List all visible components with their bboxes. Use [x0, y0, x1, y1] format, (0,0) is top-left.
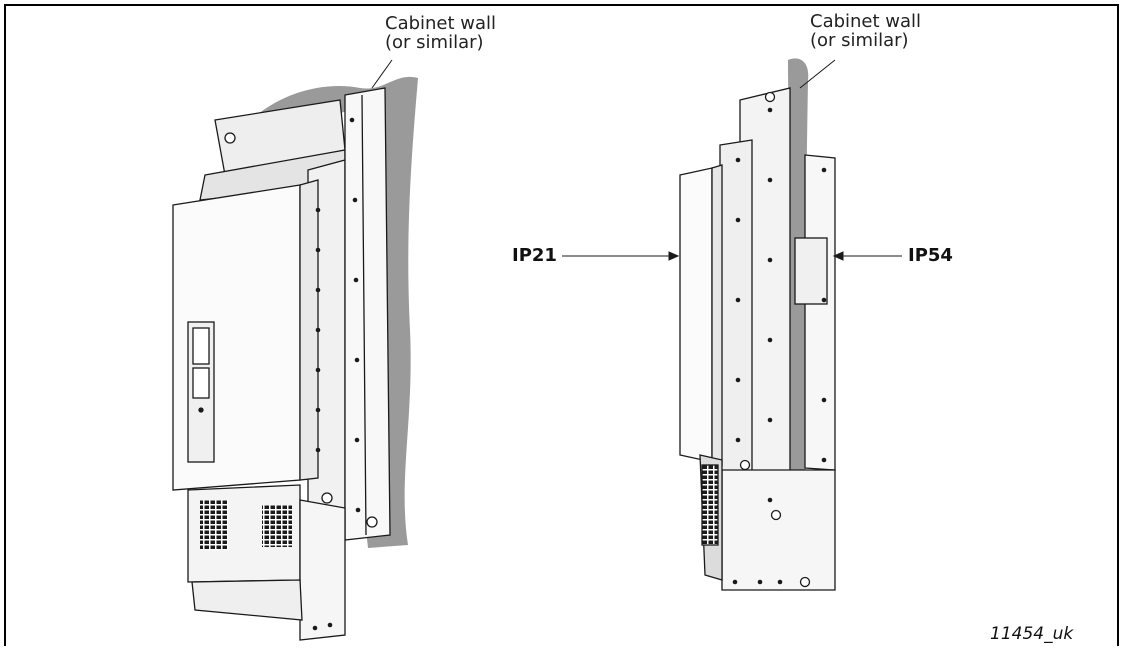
left-assembly: [172, 76, 418, 641]
ip21-label: IP21: [512, 245, 557, 266]
right-wall-leader: [799, 59, 836, 89]
left-wall-label: Cabinet wall (or similar): [385, 14, 496, 52]
ip21-arrowhead: [668, 251, 680, 261]
right-wall-label: Cabinet wall (or similar): [810, 12, 921, 50]
left-wall-label-line2: (or similar): [385, 32, 484, 53]
figure-id: 11454_uk: [990, 624, 1074, 644]
figure-frame: [4, 4, 1119, 646]
ip54-arrowhead: [832, 251, 844, 261]
ip54-seal-block: [794, 237, 828, 305]
right-assembly: [679, 58, 836, 591]
right-wall-label-line1: Cabinet wall: [810, 11, 922, 32]
ip54-label: IP54: [908, 245, 953, 266]
right-bottom-section: [721, 469, 836, 591]
left-wall-label-line1: Cabinet wall: [385, 13, 497, 34]
right-projection-panel: [804, 154, 836, 471]
left-wall-leader: [371, 59, 393, 89]
right-wall-label-line2: (or similar): [810, 30, 909, 51]
right-drive-body: [679, 167, 713, 463]
